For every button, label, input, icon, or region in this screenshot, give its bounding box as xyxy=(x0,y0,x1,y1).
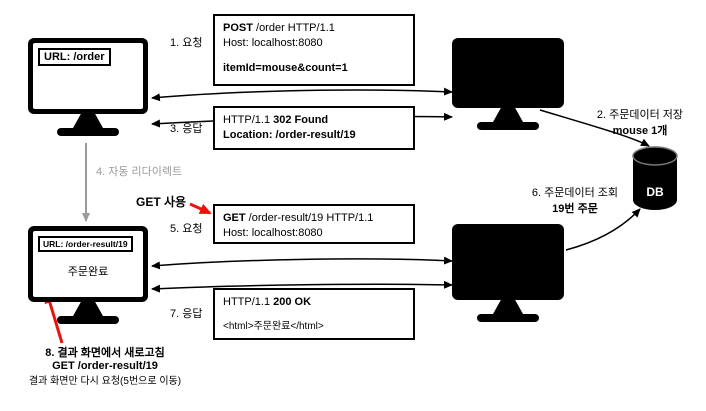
client-monitor-top-screen: URL: /order xyxy=(28,38,148,114)
status-200: 200 OK xyxy=(273,296,312,308)
request-arrow-step1 xyxy=(151,87,453,102)
get-request-line: GET /order-result/19 HTTP/1.1 xyxy=(223,211,405,226)
post-target: /order HTTP/1.1 xyxy=(252,22,335,34)
redirect-response-box: HTTP/1.1 302 Found Location: /order-resu… xyxy=(213,106,415,150)
server-to-db-query-arrow xyxy=(565,208,641,251)
post-method: POST xyxy=(223,22,253,34)
post-request-box: POST /order HTTP/1.1 Host: localhost:808… xyxy=(213,14,415,86)
post-host-line: Host: localhost:8080 xyxy=(223,36,323,49)
server-monitor-bottom-screen xyxy=(452,224,564,300)
step4-label: 4. 자동 리다이렉트 xyxy=(96,166,183,178)
db-label: DB xyxy=(646,185,664,199)
step2-line2: mouse 1개 xyxy=(612,125,668,137)
post-request-line: POST /order HTTP/1.1 xyxy=(223,21,405,36)
location-line: Location: /order-result/19 xyxy=(223,128,356,141)
monitor-base xyxy=(477,122,539,130)
server-to-db-store-arrow xyxy=(539,109,650,147)
client-monitor-top: URL: /order xyxy=(28,38,148,136)
status-302: 302 Found xyxy=(273,114,329,126)
step8-line1: 8. 결과 화면에서 새로고침 xyxy=(45,347,165,359)
server-monitor-top-screen xyxy=(452,38,564,108)
get-method: GET xyxy=(223,212,246,224)
url-text-order-result: URL: /order-result/19 xyxy=(43,239,128,249)
monitor-neck xyxy=(73,301,103,316)
url-text-order: URL: /order xyxy=(44,51,105,63)
monitor-neck xyxy=(493,299,523,314)
html-body-line: <html>주문완료</html> xyxy=(223,320,324,332)
step7-label: 7. 응답 xyxy=(170,308,203,320)
get-usage-label: GET 사용 xyxy=(136,195,187,209)
get-request-box: GET /order-result/19 HTTP/1.1 Host: loca… xyxy=(213,204,415,244)
url-box-order-result: URL: /order-result/19 xyxy=(38,236,133,252)
step6-label: 6. 주문데이터 조회 19번 주문 xyxy=(512,184,638,216)
server-monitor-top xyxy=(452,38,564,130)
monitor-base xyxy=(477,314,539,322)
client-monitor-bottom-screen: URL: /order-result/19 주문완료 xyxy=(28,226,148,302)
database: DB xyxy=(632,146,678,217)
step8-line3: 결과 화면만 다시 요청(5번으로 이동) xyxy=(28,376,182,387)
step5-label: 5. 요청 xyxy=(170,223,203,235)
request-arrow-step5 xyxy=(151,256,453,270)
step6-line1: 6. 주문데이터 조회 xyxy=(531,187,619,199)
step2-label: 2. 주문데이터 저장 mouse 1개 xyxy=(576,106,704,138)
step3-label: 3. 응답 xyxy=(170,123,203,135)
monitor-neck xyxy=(73,113,103,128)
response-arrow-step7 xyxy=(151,280,453,293)
url-box-order: URL: /order xyxy=(38,48,111,66)
server-monitor-bottom xyxy=(452,224,564,322)
client-monitor-bottom: URL: /order-result/19 주문완료 xyxy=(28,226,148,324)
status-line-200: HTTP/1.1 200 OK xyxy=(223,295,405,310)
get-usage-arrow xyxy=(189,202,212,215)
ok-response-box: HTTP/1.1 200 OK <html>주문완료</html> xyxy=(213,288,415,340)
post-body-line: itemId=mouse&count=1 xyxy=(223,61,348,74)
get-target: /order-result/19 HTTP/1.1 xyxy=(245,212,374,224)
get-host-line: Host: localhost:8080 xyxy=(223,226,323,239)
step8-label: 8. 결과 화면에서 새로고침 GET /order-result/19 결과 … xyxy=(5,344,205,387)
http-version: HTTP/1.1 xyxy=(223,296,274,308)
monitor-neck xyxy=(493,107,523,122)
step1-label: 1. 요청 xyxy=(170,37,203,49)
db-cylinder-icon: DB xyxy=(632,146,678,210)
monitor-base xyxy=(57,316,119,324)
order-complete-text: 주문완료 xyxy=(67,266,109,278)
monitor-base xyxy=(57,128,119,136)
step2-line1: 2. 주문데이터 저장 xyxy=(596,109,684,121)
step6-line2: 19번 주문 xyxy=(552,203,598,215)
http-version: HTTP/1.1 xyxy=(223,114,274,126)
status-line-302: HTTP/1.1 302 Found xyxy=(223,113,405,128)
step8-line2: GET /order-result/19 xyxy=(52,360,158,372)
